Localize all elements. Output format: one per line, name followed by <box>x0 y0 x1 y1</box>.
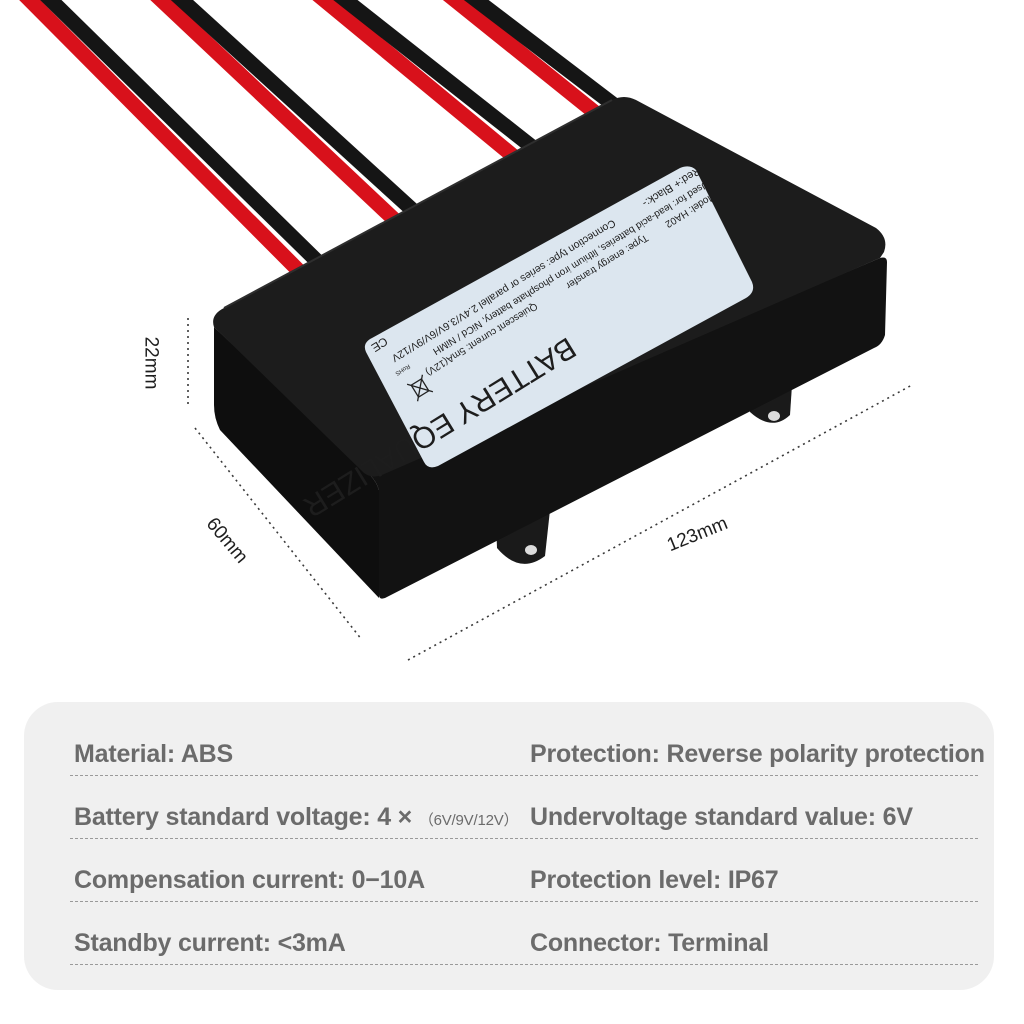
spec-row: Compensation current: 0−10A Protection l… <box>70 838 978 902</box>
spec-protection: Protection: Reverse polarity protection <box>530 740 985 768</box>
spec-row: Material: ABS Protection: Reverse polari… <box>70 712 985 776</box>
spec-battery-voltage: Battery standard voltage: 4 × （6V/9V/12V… <box>74 803 519 832</box>
spec-battery-voltage-options: （6V/9V/12V） <box>418 812 519 829</box>
spec-standby-current: Standby current: <3mA <box>74 929 346 957</box>
spec-row: Battery standard voltage: 4 × （6V/9V/12V… <box>70 775 978 839</box>
spec-material: Material: ABS <box>74 740 234 768</box>
spec-battery-voltage-main: Battery standard voltage: 4 × <box>74 803 419 831</box>
spec-row: Standby current: <3mA Connector: Termina… <box>70 901 978 965</box>
spec-compensation-current: Compensation current: 0−10A <box>74 866 425 894</box>
spec-undervoltage: Undervoltage standard value: 6V <box>530 803 913 831</box>
cables <box>19 0 619 278</box>
recycle-bin-icon <box>406 374 434 402</box>
spec-connector: Connector: Terminal <box>530 929 769 957</box>
mount-hole-icon <box>768 411 780 421</box>
spec-protection-level: Protection level: IP67 <box>530 866 779 894</box>
mount-hole-icon <box>525 545 537 555</box>
specs-panel: Material: ABS Protection: Reverse polari… <box>24 702 994 990</box>
product-image: BATTERY EQUALIZER Model: HA02 Type: ener… <box>19 0 913 661</box>
dimension-lines <box>187 318 913 661</box>
height-dimension-label: 22mm <box>140 336 162 390</box>
